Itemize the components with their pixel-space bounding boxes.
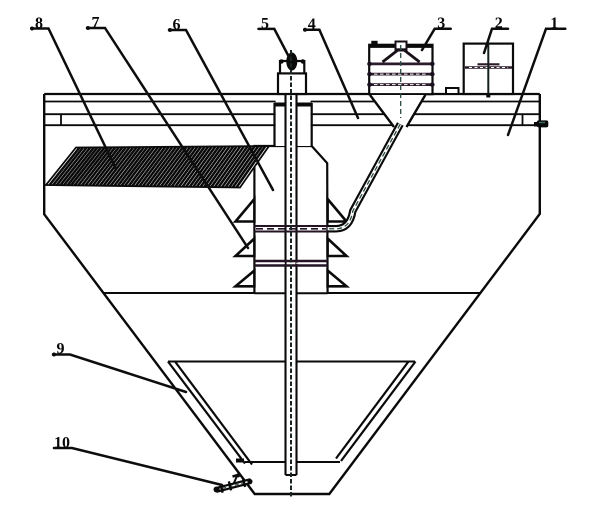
svg-text:1: 1 xyxy=(550,15,558,32)
svg-text:2: 2 xyxy=(495,15,503,32)
svg-text:6: 6 xyxy=(173,17,181,34)
svg-text:4: 4 xyxy=(308,16,316,33)
svg-text:10: 10 xyxy=(54,435,70,452)
svg-text:7: 7 xyxy=(92,15,100,32)
svg-text:3: 3 xyxy=(437,15,445,32)
svg-text:8: 8 xyxy=(35,15,43,32)
svg-text:5: 5 xyxy=(261,16,269,33)
svg-text:9: 9 xyxy=(57,341,65,358)
